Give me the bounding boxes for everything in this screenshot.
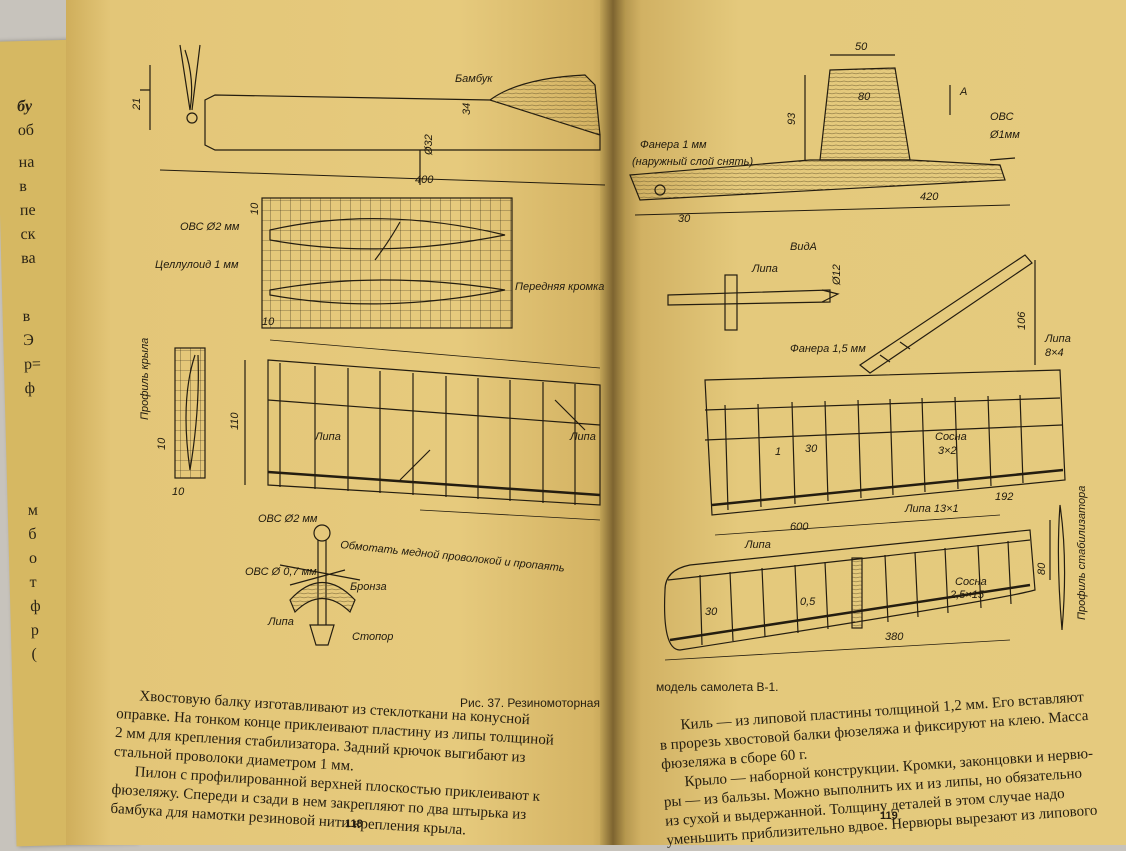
lipa-label: Липа [569,431,596,443]
lipa-label: Липа [744,539,771,551]
ovs-label: ОВС Ø2 мм [258,513,318,525]
bronze-label: Бронза [350,581,387,593]
stab-profile-label: Профиль стабилизатора [1076,486,1088,620]
dim-label: Ø32 [423,134,435,156]
bamboo-label: Бамбук [455,73,493,85]
view-a-arrow-label: A [959,86,967,98]
dim-label: 80 [858,91,871,103]
size-label: 2,5×15 [949,589,985,601]
lipa-label: Липа [1044,333,1071,345]
ovs-label: ОВС [990,111,1014,123]
leading-edge-label: Передняя кромка [515,281,604,293]
dim-label: 10 [156,437,168,450]
right-wing-drawing [704,254,1066,536]
dim-label: 30 [805,443,818,455]
dim-label: 380 [885,631,904,643]
dim-label: 192 [995,491,1013,503]
dim-label: 0,5 [800,596,816,608]
lipa-label: Липа [314,431,341,443]
pylon-drawing [279,524,361,646]
left-wing-drawing [244,339,601,521]
dim-label: 10 [172,486,185,498]
pine-label: Сосна [955,576,987,588]
pine-label: Сосна [935,431,967,443]
profile-grid [174,347,206,479]
dim-label: 21 [131,98,143,111]
dim-label: 80 [1036,562,1048,575]
left-page [66,0,626,845]
fin-drawing [629,54,1016,216]
view-a-label: ВидА [790,241,817,253]
right-page-number: 119 [880,810,898,822]
stopper-label: Стопор [352,631,393,643]
dim-label: 30 [678,213,691,225]
size-label: 3×2 [938,445,957,457]
ovs-dia-label: Ø1мм [989,129,1020,141]
grid-drawing [261,197,513,329]
lipa-label: Липа [751,263,778,275]
celluloid-label: Целлулоид 1 мм [155,259,239,271]
dim-label: 1 [775,446,781,458]
dim-label: 420 [920,191,939,203]
dim-label: 110 [229,412,241,430]
dim-label: 30 [705,606,718,618]
figure-caption-right: модель самолета В-1. [656,680,779,694]
lipa-label: Липа [267,616,294,628]
book-spine [600,0,626,845]
ovs-label: ОВС Ø 0,7 мм [245,566,317,578]
ovs-label: ОВС Ø2 мм [180,221,240,233]
figure-caption-left: Рис. 37. Резиномоторная [460,696,600,710]
dim-label: 10 [249,202,261,215]
dim-label: Ø12 [831,264,843,286]
plywood-label: Фанера 1 мм [640,139,707,151]
dim-label: 93 [786,112,798,125]
lipa-label: Липа 13×1 [904,503,959,515]
drawing-labels: 21 Бамбук 34 Ø32 400 ОВС Ø2 мм Целлулоид… [131,41,1088,643]
dim-label: 106 [1016,311,1028,330]
stabilizer-drawing [663,504,1066,661]
tail-boom-drawing [140,44,606,186]
dim-label: 600 [790,521,809,533]
wrap-label: Обмотать медной проволокой и пропаять [340,539,566,575]
outer-layer-label: (наружный слой снять) [632,156,753,168]
view-a-drawing [667,274,840,331]
dim-label: 34 [461,103,473,115]
dim-label: 400 [415,174,434,186]
profile-label: Профиль крыла [139,338,151,420]
left-page-number: 118 [345,818,363,830]
dim-label: 10 [262,316,275,328]
plywood-label: Фанера 1,5 мм [790,343,866,355]
size-label: 8×4 [1045,347,1064,359]
dim-label: 50 [855,41,868,53]
